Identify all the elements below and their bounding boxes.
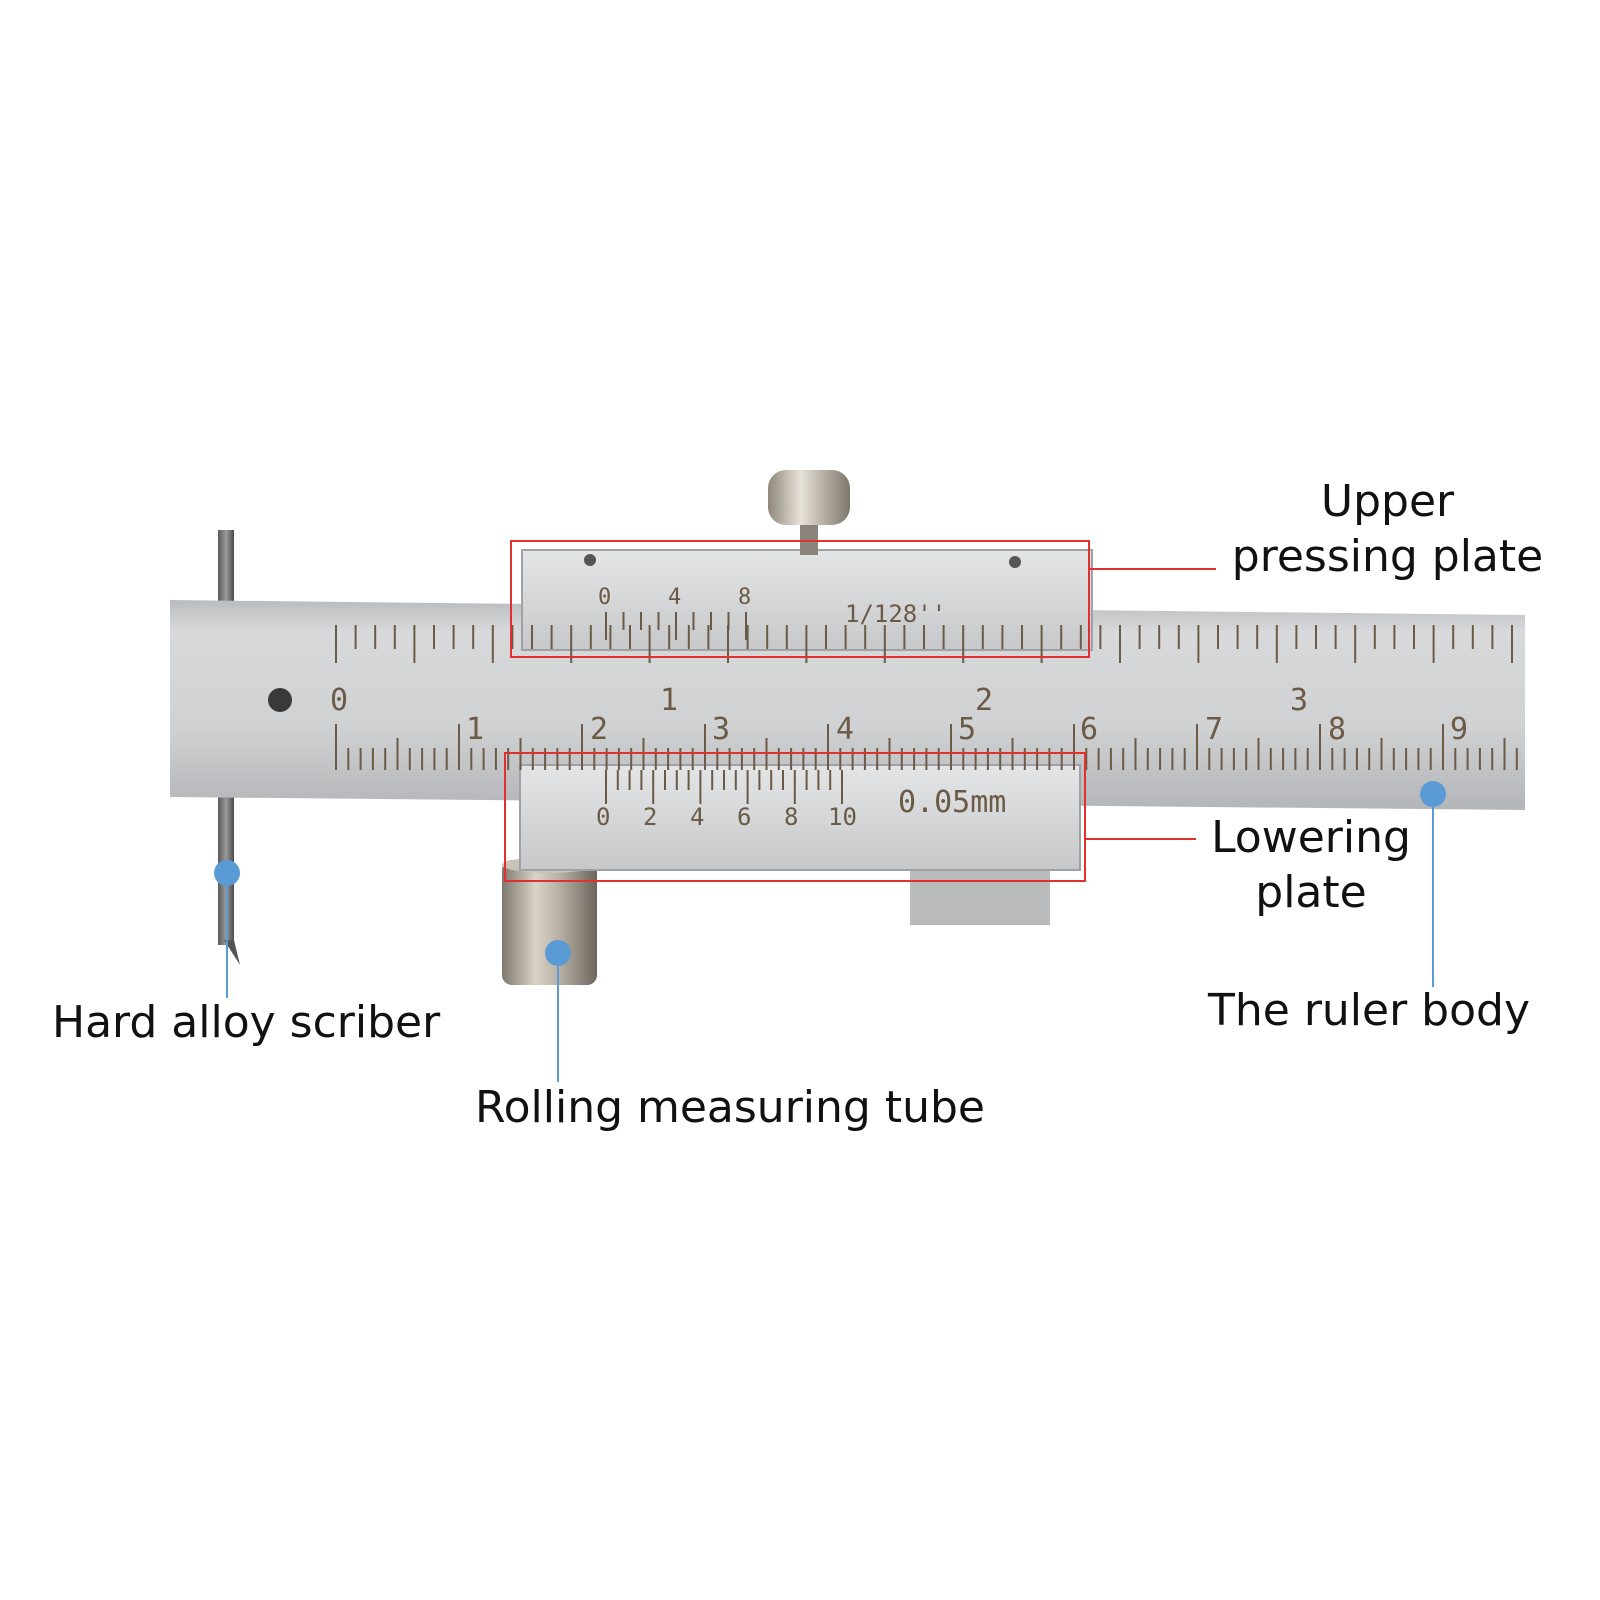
mm-scale-number: 4 [836, 712, 855, 747]
thumb-knob [768, 470, 850, 525]
scriber-tip [218, 940, 240, 965]
mm-scale-number: 8 [1328, 712, 1347, 747]
lower-vernier-number: 10 [828, 803, 857, 831]
mm-scale-number: 2 [590, 712, 609, 747]
scriber-pointer-dot [214, 860, 240, 886]
rolling-tube [502, 860, 597, 985]
ruler-body-pointer-line [1432, 807, 1434, 987]
mm-scale-number: 3 [712, 712, 731, 747]
ruler-hole [268, 688, 292, 712]
lower-vernier-number: 0 [596, 803, 611, 831]
ruler-ticks [335, 625, 1518, 770]
lower-resolution-text: 0.05mm [898, 785, 1007, 820]
tube-pointer-dot [545, 940, 571, 966]
upper-plate-leader-line [1090, 568, 1216, 570]
scriber-label: Hard alloy scriber [52, 997, 441, 1048]
lowering-label-line1: Lowering [1211, 812, 1411, 863]
lower-plate-body [519, 764, 1081, 871]
upper-plate-callout-box [510, 540, 1090, 658]
lowering-label-line2: plate [1255, 867, 1367, 918]
inch-scale-number: 0 [330, 683, 349, 718]
upper-vernier-number: 8 [738, 585, 752, 610]
inch-scale-number: 3 [1290, 683, 1309, 718]
mm-scale-number: 7 [1205, 712, 1224, 747]
lowering-plate-leader-line [1086, 838, 1196, 840]
inch-scale-number: 1 [660, 683, 679, 718]
mm-scale-number: 5 [958, 712, 977, 747]
upper-label-line1: Upper [1320, 476, 1455, 527]
tube-label: Rolling measuring tube [475, 1082, 985, 1133]
screw-shaft [800, 520, 818, 555]
upper-vernier-number: 0 [598, 585, 612, 610]
upper-vernier-number: 4 [668, 585, 682, 610]
upper-label-line2: pressing plate [1231, 531, 1544, 582]
tube-pointer-line [557, 966, 559, 1082]
ruler-body-label: The ruler body [1208, 985, 1530, 1036]
mm-scale-number: 6 [1080, 712, 1099, 747]
lowering-plate-label: Lowering plate [1196, 810, 1426, 920]
lower-vernier-number: 8 [784, 803, 799, 831]
scriber-pointer-line [226, 886, 228, 998]
mm-scale-number: 1 [466, 712, 485, 747]
ruler-body-pointer-dot [1420, 781, 1446, 807]
mm-scale-number: 9 [1450, 712, 1469, 747]
inch-scale-number: 2 [975, 683, 994, 718]
lower-foot [910, 870, 1050, 925]
upper-resolution-text: 1/128'' [845, 600, 947, 628]
upper-pressing-plate-label: Upper pressing plate [1215, 474, 1560, 584]
upper-vernier-ticks [605, 612, 747, 640]
lower-vernier-number: 2 [643, 803, 658, 831]
lowering-plate-callout-box [504, 752, 1086, 882]
lower-vernier-number: 6 [737, 803, 752, 831]
lower-vernier-number: 4 [690, 803, 705, 831]
lower-vernier-ticks [605, 770, 843, 804]
